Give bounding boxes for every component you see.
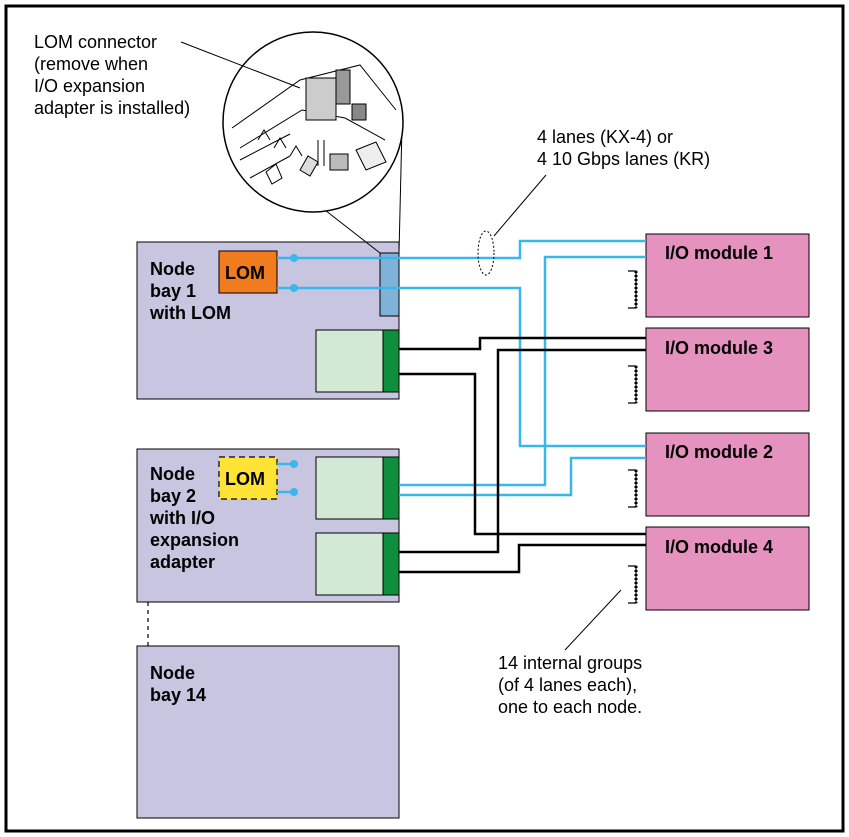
- lom-connector-annotation: LOM connector (remove when I/O expansion…: [34, 32, 191, 118]
- lane-bundle-leader: [493, 174, 547, 237]
- lom-chip-bay-2: [218, 456, 278, 500]
- blue-lanes: [294, 239, 646, 497]
- diagram-frame: [4, 4, 845, 833]
- adapter-connector-bay-1: [382, 329, 400, 393]
- io-module-1: [645, 233, 810, 318]
- io-module-2-label: I/O module 2: [665, 442, 774, 462]
- lom-chip-label-1: LOM: [225, 263, 265, 283]
- lane-bundle-ellipse: [477, 230, 495, 276]
- adapter-connector-bay-2-lower: [382, 532, 400, 596]
- internal-group-brackets: [628, 270, 638, 604]
- adapter-connector-bay-2-upper: [382, 456, 400, 520]
- io-module-4-label: I/O module 4: [665, 537, 774, 557]
- io-module-4: [645, 526, 810, 611]
- adapter-bay-1: [315, 329, 385, 393]
- lanes-annotation: 4 lanes (KX-4) or 4 10 Gbps lanes (KR): [537, 127, 711, 169]
- lom-connector-magnified-view: [180, 31, 404, 254]
- node-bay-14: [136, 645, 400, 819]
- node-bay-1-label: Node bay 1 with LOM: [150, 259, 231, 323]
- lom-chip-label-2: LOM: [225, 469, 265, 489]
- lom-chip-stubs: [277, 256, 294, 494]
- adapter-bay-2-lower: [315, 532, 385, 596]
- io-module-2: [645, 432, 810, 517]
- node-bay-2-label: Node bay 2 with I/O expansion adapter: [150, 464, 240, 572]
- lom-connector: [379, 252, 400, 317]
- io-module-3: [645, 327, 810, 412]
- internal-groups-annotation: 14 internal groups (of 4 lanes each), on…: [498, 653, 643, 717]
- lom-chip-bay-1: [218, 250, 278, 294]
- io-module-1-label: I/O module 1: [665, 243, 774, 263]
- internal-groups-leader: [564, 589, 622, 651]
- black-lanes: [399, 336, 646, 574]
- io-module-3-label: I/O module 3: [665, 338, 774, 358]
- adapter-bay-2-upper: [315, 456, 385, 520]
- node-bay-14-label: Node bay 14: [150, 663, 207, 705]
